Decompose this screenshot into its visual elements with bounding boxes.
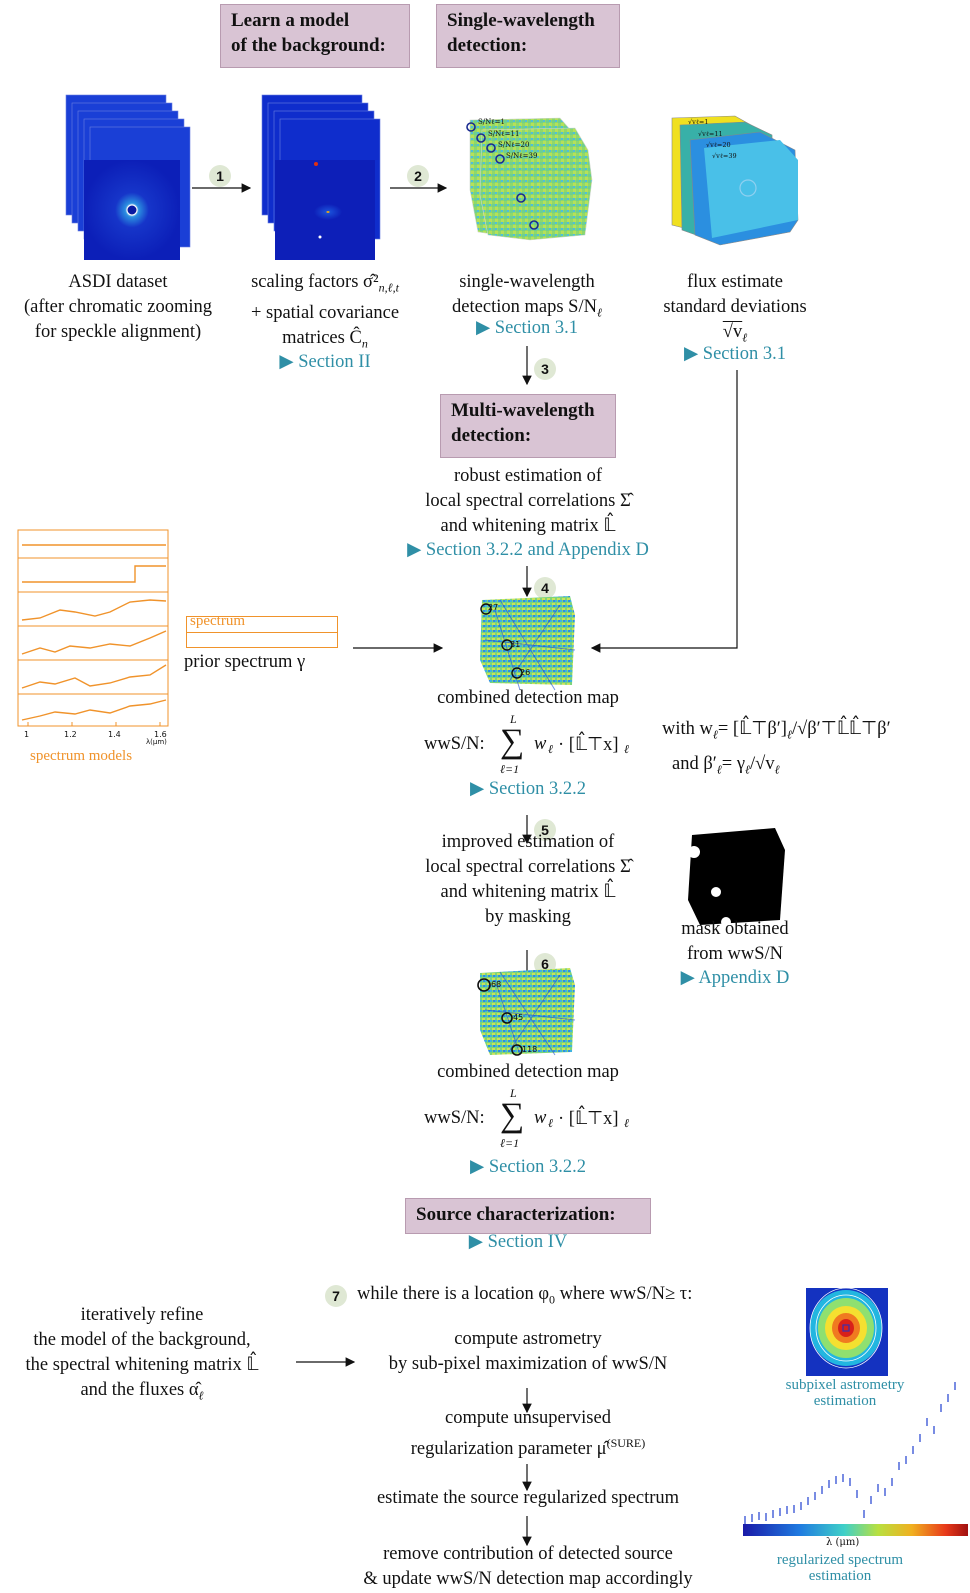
spectrum-box-lower bbox=[186, 632, 338, 648]
wws-formula-1: wwS/N: L ∑ ℓ=1 w ℓ · [𝕃̂⊤x] ℓ bbox=[424, 712, 629, 776]
map1-source-label-a: 27 bbox=[488, 603, 499, 612]
combined-detection-map-1-title: combined detection map bbox=[437, 688, 619, 708]
map2-source-label-c: 118 bbox=[522, 1045, 538, 1054]
step-7-badge: 7 bbox=[325, 1285, 347, 1307]
section-3-2-2-link-2[interactable]: ▶ Section 3.2.2 bbox=[470, 1157, 586, 1177]
section-iv-link[interactable]: ▶ Section IV bbox=[468, 1232, 568, 1252]
appendix-d-link[interactable]: ▶ Appendix D bbox=[680, 968, 790, 988]
step-6-badge: 6 bbox=[534, 953, 556, 975]
asdi-dataset-label: ASDI dataset (after chromatic zooming fo… bbox=[24, 272, 212, 342]
section-3-2-2-appendix-d-link[interactable]: ▶ Section 3.2.2 and Appendix D bbox=[407, 540, 649, 560]
estimate-spectrum-label: estimate the source regularized spectrum bbox=[376, 1488, 680, 1508]
single-wavelength-maps-label: single-wavelength detection maps S/Nℓ bbox=[452, 272, 602, 320]
header-multi-wavelength: Multi-wavelength detection: bbox=[440, 394, 616, 458]
step-3-badge: 3 bbox=[534, 358, 556, 380]
compute-regularization-label: compute unsupervised regularization para… bbox=[410, 1408, 646, 1460]
spectrum-box-label: spectrum bbox=[190, 613, 245, 629]
iterative-refine-label: iteratively refine the model of the back… bbox=[25, 1305, 259, 1403]
prior-spectrum-label: prior spectrum γ bbox=[184, 652, 306, 672]
map2-source-label-b: 45 bbox=[513, 1013, 524, 1022]
header-source-characterization: Source characterization: bbox=[405, 1198, 651, 1234]
robust-estimation-label: robust estimation of local spectral corr… bbox=[425, 466, 631, 536]
scaling-factors-label: scaling factors σ̂²n,ℓ,t + spatial covar… bbox=[250, 272, 400, 351]
wws-formula-2: wwS/N: L ∑ ℓ=1 w ℓ · [𝕃̂⊤x] ℓ bbox=[424, 1086, 629, 1150]
map1-source-label-b: 31 bbox=[510, 640, 521, 649]
section-ii-link[interactable]: ▶ Section II bbox=[279, 352, 371, 372]
step-5-badge: 5 bbox=[534, 819, 556, 841]
section-3-1-link-flux[interactable]: ▶ Section 3.1 bbox=[683, 344, 787, 364]
remove-contribution-label: remove contribution of detected source &… bbox=[363, 1544, 693, 1589]
combined-detection-map-2-title: combined detection map bbox=[437, 1062, 619, 1082]
flux-estimate-label: flux estimate standard deviations √vℓ bbox=[663, 272, 807, 345]
header-single-wavelength: Single-wavelength detection: bbox=[436, 4, 620, 68]
compute-astrometry-label: compute astrometry by sub-pixel maximiza… bbox=[388, 1329, 668, 1374]
improved-estimation-label: improved estimation of local spectral co… bbox=[425, 832, 631, 927]
spectrum-models-caption: spectrum models bbox=[30, 748, 133, 764]
regularized-spectrum-caption: regularized spectrum estimation bbox=[776, 1552, 904, 1584]
header-learn-model: Learn a model of the background: bbox=[220, 4, 410, 68]
while-loop-label: while there is a location φ0 where wwS/N… bbox=[357, 1284, 693, 1307]
map2-source-label-a: 68 bbox=[491, 980, 502, 989]
section-3-1-link-single[interactable]: ▶ Section 3.1 bbox=[475, 318, 579, 338]
weights-formula: with wℓ= [𝕃̂⊤β′]ℓ/√β′⊤𝕃̂𝕃̂⊤β′ and β′ℓ= γ… bbox=[662, 719, 891, 777]
mask-label: mask obtained from wwS/N bbox=[681, 919, 789, 964]
spectrum-box bbox=[186, 616, 338, 633]
step-4-badge: 4 bbox=[534, 577, 556, 599]
map1-source-label-c: 26 bbox=[520, 668, 531, 677]
step-1-badge: 1 bbox=[209, 165, 231, 187]
subpixel-astrometry-caption: subpixel astrometry estimation bbox=[785, 1377, 905, 1409]
section-3-2-2-link-1[interactable]: ▶ Section 3.2.2 bbox=[470, 779, 586, 799]
step-2-badge: 2 bbox=[407, 165, 429, 187]
